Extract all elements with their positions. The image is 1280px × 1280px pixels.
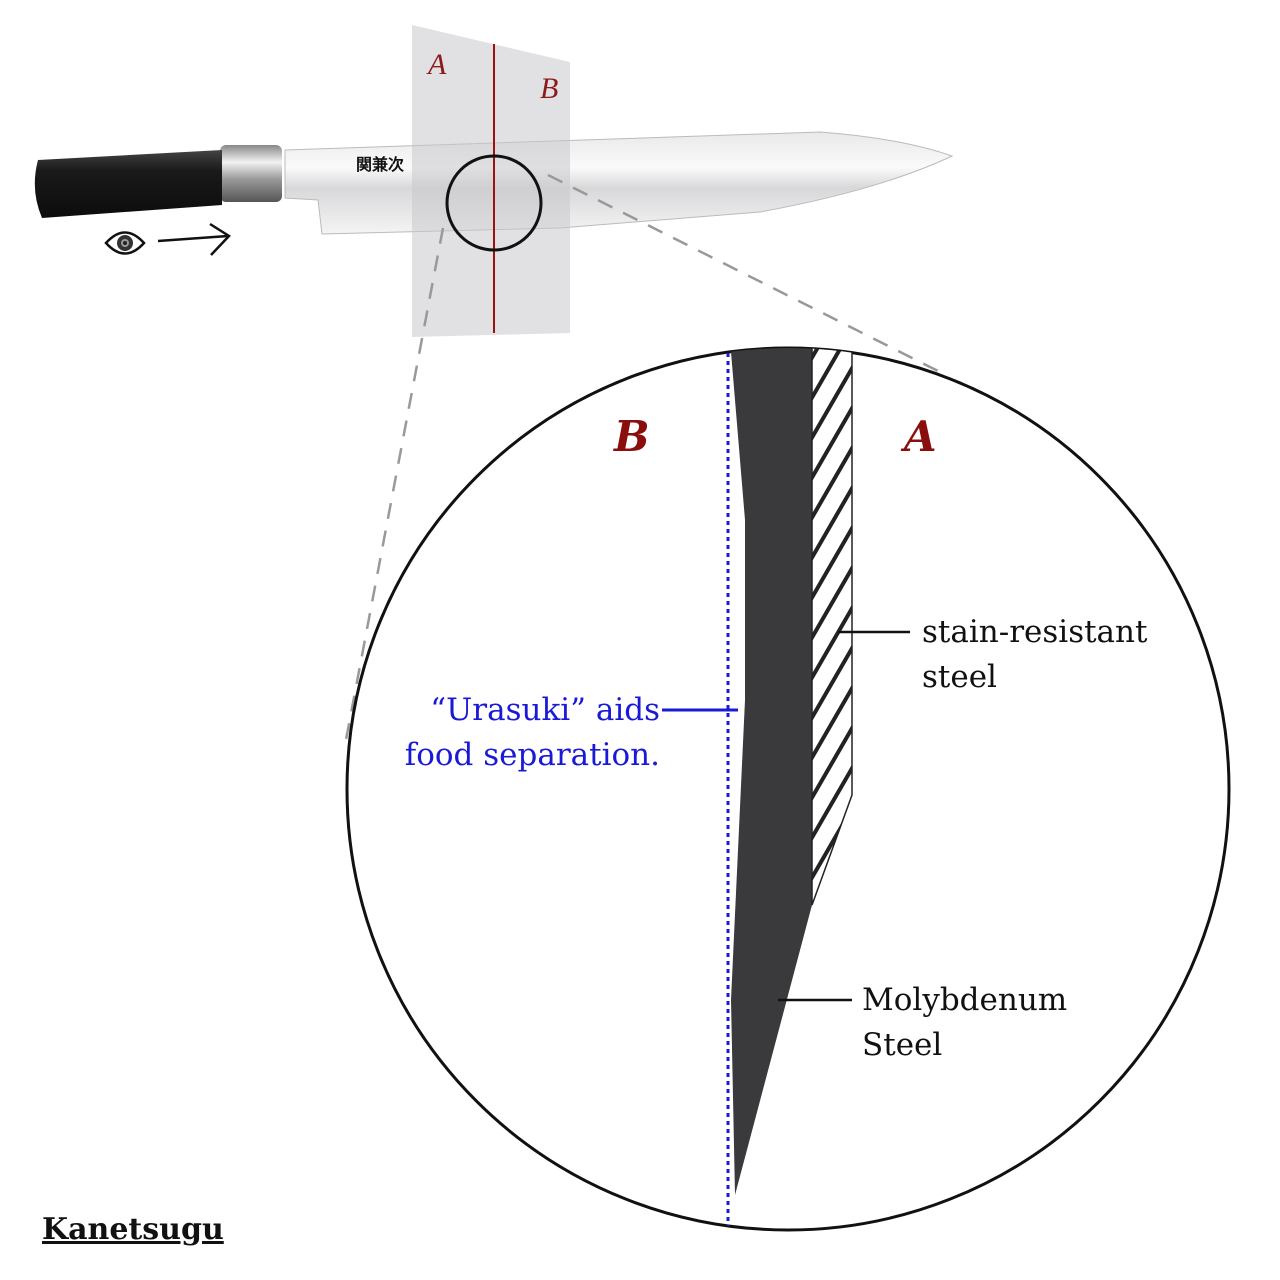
molybdenum-label: Molybdenum Steel [862,978,1067,1068]
molybdenum-line1: Molybdenum [862,982,1068,1018]
stain-resistant-line1: stain-resistant [922,614,1148,650]
molybdenum-steel-core [730,348,812,1195]
urasuki-line2: food separation. [404,737,660,773]
plane-label-a: A [428,48,447,81]
plane-label-b: B [540,72,559,105]
zoom-connector-right [547,173,941,374]
view-direction-arrow-icon [157,222,231,256]
knife-blade [284,131,954,235]
stain-resistant-label: stain-resistant steel [922,610,1147,700]
urasuki-line1: “Urasuki” aids [430,692,660,728]
stain-resistant-line2: steel [922,659,997,695]
knife-logo-kanji: 関兼次 [356,155,404,174]
molybdenum-line2: Steel [862,1027,943,1063]
knife-ferrule [220,145,282,202]
stain-resistant-steel-cladding [811,348,853,906]
brand-label: Kanetsugu [42,1212,224,1247]
detail-label-a: A [904,412,937,461]
eye-icon [104,231,146,255]
detail-label-b: B [614,412,650,461]
zoom-connector-left [343,227,445,746]
urasuki-label: “Urasuki” aids food separation. [405,688,660,778]
cutting-plane [412,25,570,337]
zoom-region-circle [445,154,543,252]
knife-handle [34,150,222,218]
